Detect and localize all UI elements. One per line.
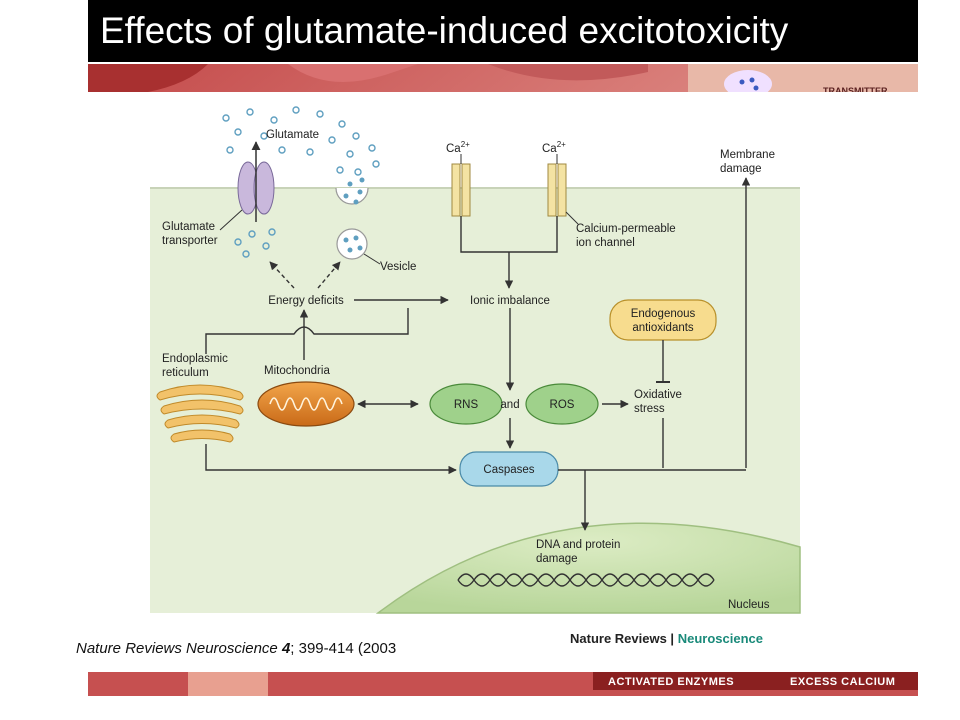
transporter-label-line2: transporter [162, 235, 218, 247]
banner-excess-calcium: EXCESS CALCIUM [790, 676, 896, 688]
citation-volume: 4 [281, 640, 291, 657]
er-label-line1: Endoplasmic [162, 353, 228, 365]
energy-deficits-label: Energy deficits [268, 295, 344, 307]
ca-right-label: Ca2+ [542, 140, 566, 155]
nucleus-shape [375, 522, 801, 614]
slide-title: Effects of glutamate-induced excitotoxic… [100, 10, 789, 51]
membrane-damage-label-line2: damage [720, 163, 762, 175]
title-bar: Effects of glutamate-induced excitotoxic… [88, 0, 918, 62]
citation: Nature Reviews Neuroscience 4; 399-414 (… [76, 640, 396, 657]
calcium-channel-label-line1: Calcium-permeable [576, 223, 676, 235]
journal-credit-part1: Nature Reviews | [570, 631, 675, 646]
excitotoxicity-diagram: Nucleus Glutamate Glutamate transporter [88, 92, 801, 672]
vesicle [336, 228, 368, 260]
ros-node: ROS [525, 383, 599, 425]
antioxidants-node: Endogenous antioxidants [609, 299, 717, 341]
oxidative-stress-label-line2: stress [634, 403, 665, 415]
mitochondrion [257, 381, 355, 427]
calcium-channel-label-line2: ion channel [576, 237, 635, 249]
banner-activated-enzymes: ACTIVATED ENZYMES [608, 676, 735, 688]
mitochondria-label: Mitochondria [264, 365, 330, 377]
figure-panel: Nucleus Glutamate Glutamate transporter [88, 92, 918, 672]
er-label-line2: reticulum [162, 367, 209, 379]
dna-helix [457, 573, 715, 587]
oxidative-stress-label-line1: Oxidative [634, 389, 682, 401]
glutamate-label: Glutamate [266, 129, 319, 141]
antioxidants-label-line2: antioxidants [632, 322, 694, 334]
citation-journal: Nature Reviews Neuroscience [76, 640, 278, 657]
dna-damage-label-line1: DNA and protein [536, 539, 620, 551]
vesicle-fusing [335, 177, 369, 205]
ros-label: ROS [550, 399, 575, 411]
ca-left-label: Ca2+ [446, 140, 470, 155]
citation-details: ; 399-414 (2003 [290, 640, 397, 657]
rns-node: RNS [429, 383, 503, 425]
endoplasmic-reticulum [156, 384, 244, 443]
calcium-channel-left [451, 163, 471, 217]
antioxidants-label-line1: Endogenous [631, 308, 696, 320]
caspases-node: Caspases [459, 451, 559, 487]
journal-credit-part2: Neuroscience [677, 631, 763, 646]
vesicle-label: Vesicle [380, 261, 416, 273]
calcium-channel-right [547, 163, 567, 217]
transporter-label-line1: Glutamate [162, 221, 215, 233]
membrane-damage-label-line1: Membrane [720, 149, 775, 161]
ionic-imbalance-label: Ionic imbalance [470, 295, 550, 307]
glutamate-transporter [237, 141, 275, 222]
glutamate-molecules [222, 106, 380, 258]
banner-transmitter: TRANSMITTER [823, 86, 888, 96]
and-label: and [500, 399, 519, 411]
nucleus-label: Nucleus [728, 599, 770, 611]
rns-label: RNS [454, 399, 479, 411]
caspases-label: Caspases [483, 464, 534, 476]
journal-credit: Nature Reviews | Neuroscience [570, 631, 763, 646]
dna-damage-label-line2: damage [536, 553, 578, 565]
